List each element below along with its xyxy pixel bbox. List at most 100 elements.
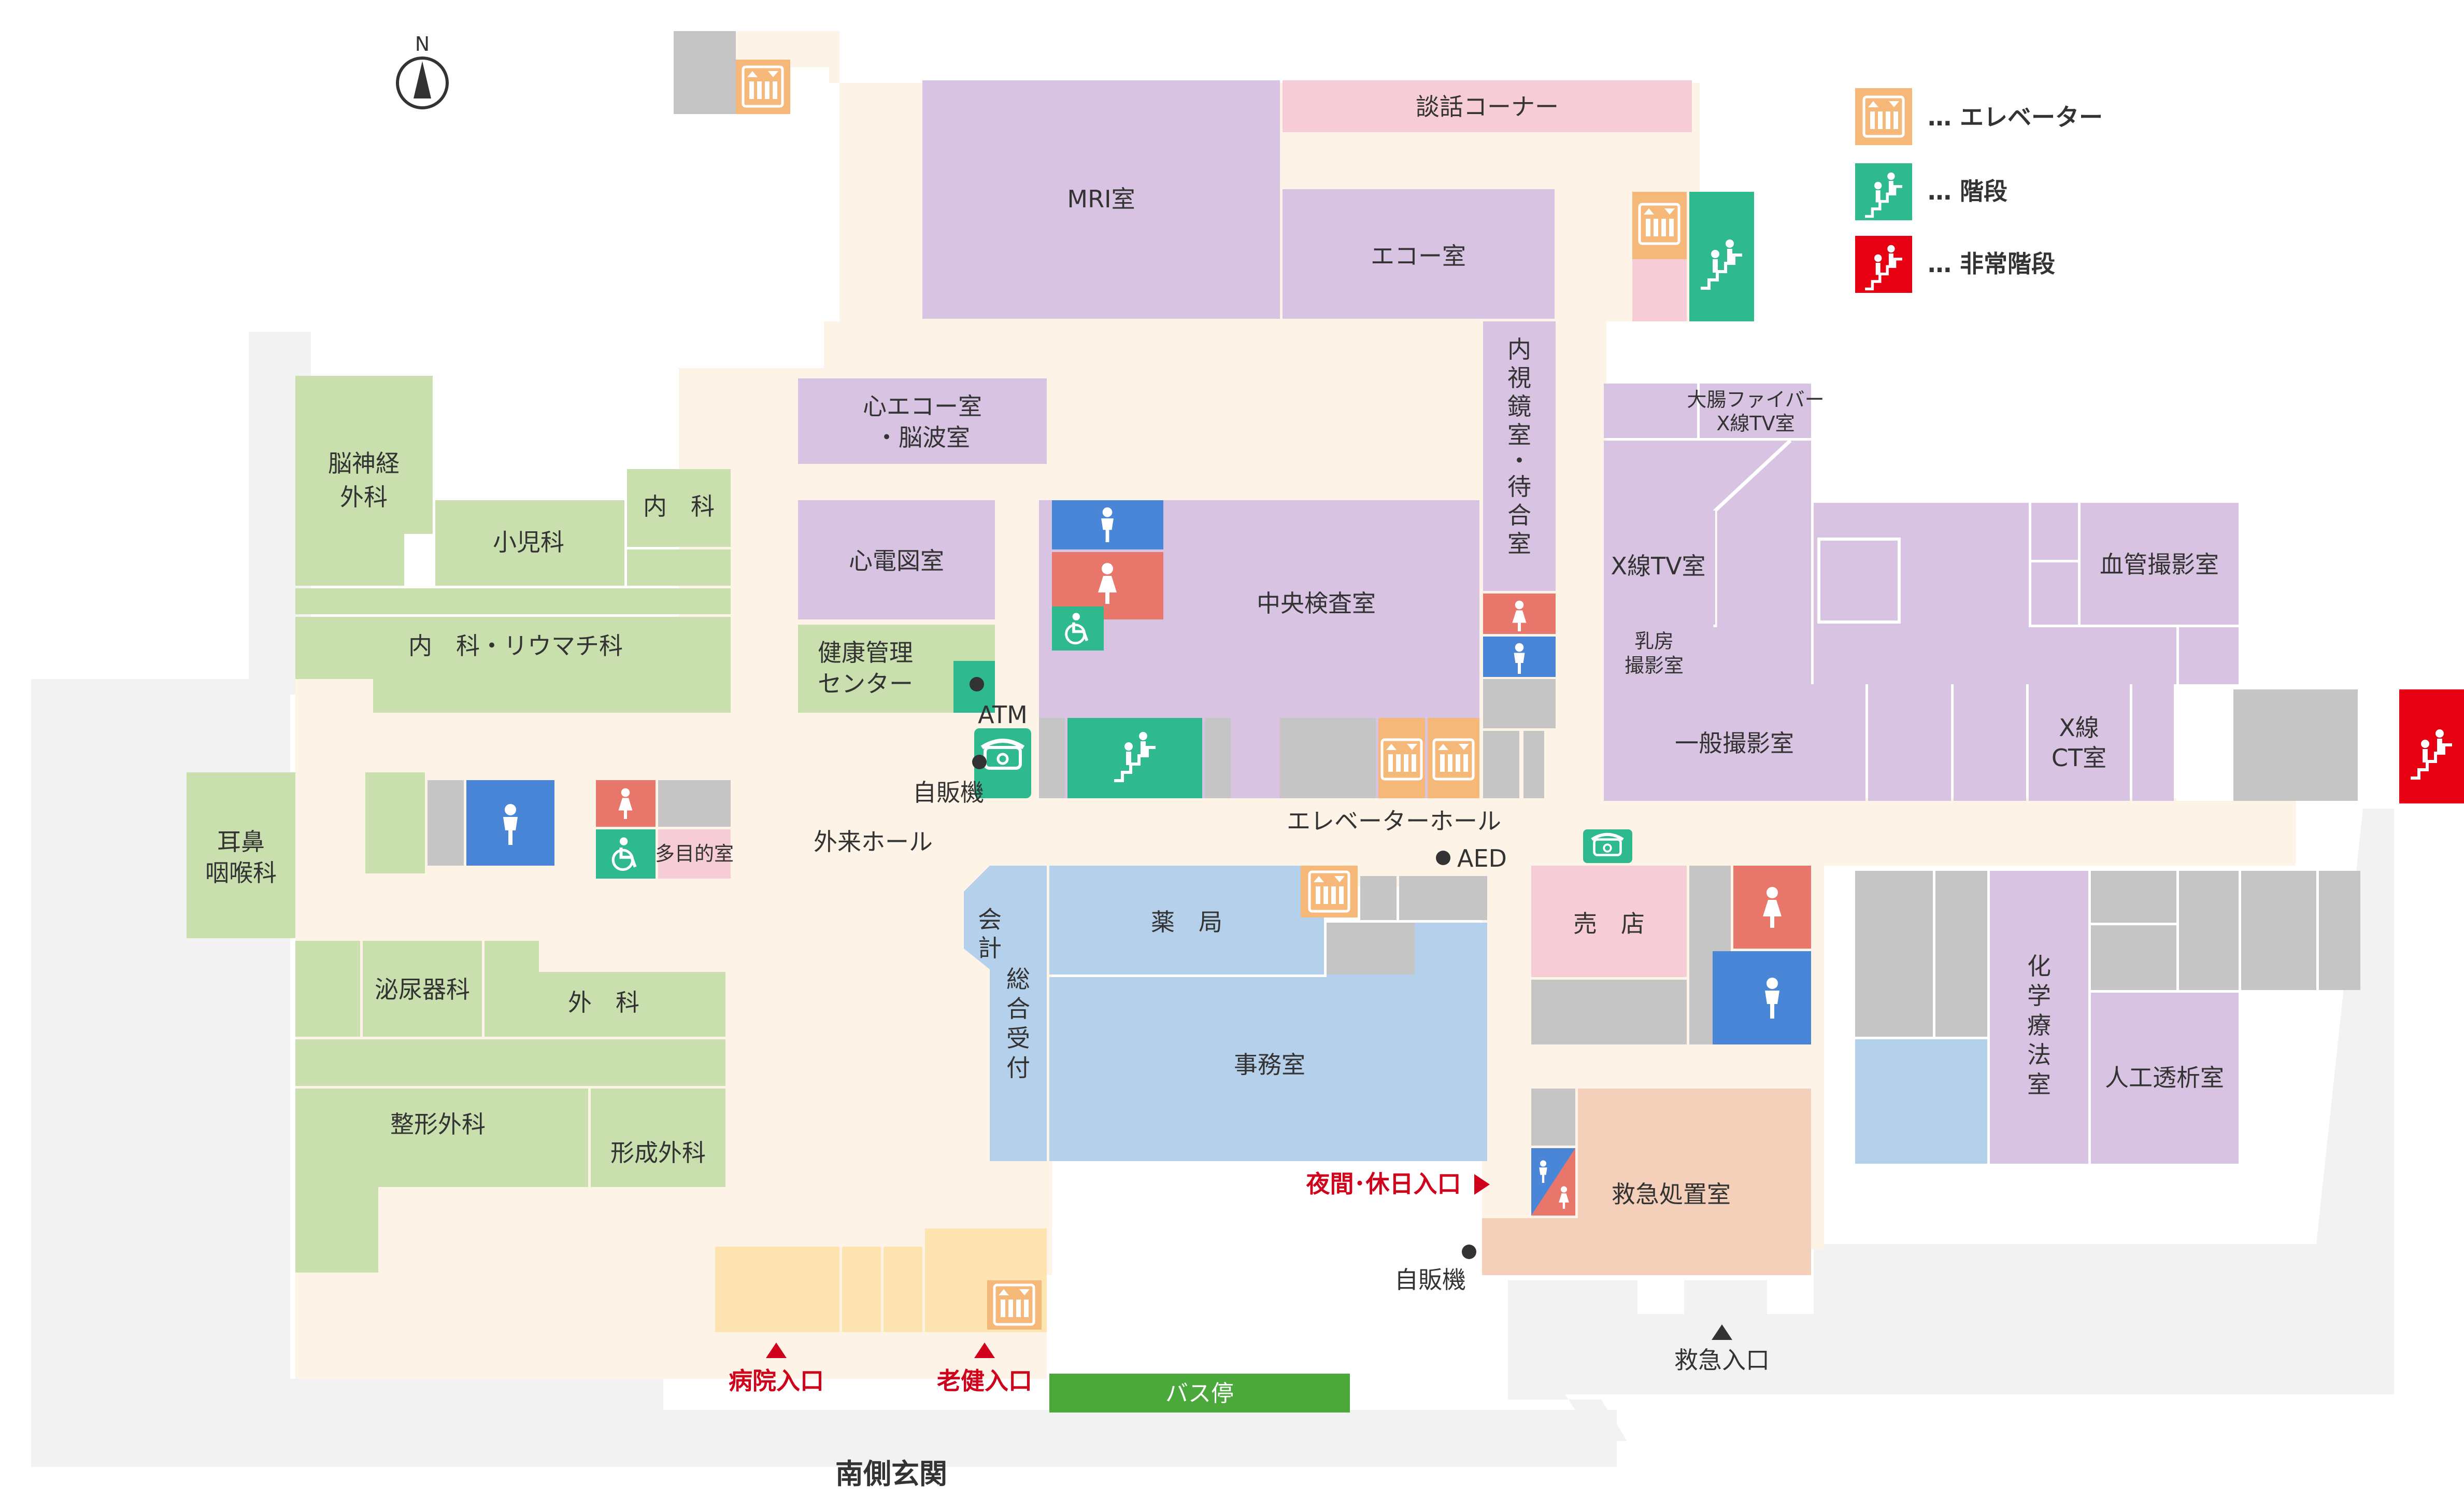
wc-female-icon <box>596 780 656 827</box>
legend-elevator-icon <box>1855 88 1912 145</box>
legend-stairs-label: … 階段 <box>1928 177 2007 205</box>
room-pharmacy-label: 薬 局 <box>1151 908 1222 936</box>
room-dialysis-label: 人工透析室 <box>2105 1064 2224 1092</box>
gray-block <box>1531 1089 1575 1146</box>
room-emergency <box>1482 1089 1811 1275</box>
room-chemo-label: 化 学 療 法 室 <box>2027 952 2051 1098</box>
elderly-entrance-label[interactable]: 老健入口 <box>937 1367 1032 1395</box>
svg-text:法: 法 <box>2027 1041 2051 1069</box>
room-lounge <box>1283 80 1692 132</box>
wc-male-icon <box>1483 637 1556 677</box>
room-mri-label: MRI室 <box>1067 185 1135 213</box>
room-ct <box>2029 684 2130 801</box>
svg-text:室: 室 <box>1507 530 1531 558</box>
room-orthopedics <box>295 1089 588 1273</box>
room-office <box>1049 923 1487 1161</box>
room-blue <box>1855 1039 1987 1164</box>
wc-accessible-icon <box>1531 1148 1575 1216</box>
room-plastic-label: 形成外科 <box>610 1139 706 1167</box>
atm-label: ATM <box>978 701 1028 729</box>
aed-dot <box>1436 851 1450 865</box>
radiology-room <box>2132 684 2174 801</box>
south-entrance-label: 南側玄関 <box>835 1458 947 1490</box>
gray-block <box>2091 871 2176 923</box>
room-mri <box>922 80 1280 319</box>
vending-label-2: 自販機 <box>1394 1266 1466 1294</box>
svg-text:鏡: 鏡 <box>1507 392 1531 420</box>
room-mammo-label-1: 乳房 <box>1634 630 1674 653</box>
gray-block <box>428 780 464 866</box>
yellow-block <box>715 1247 839 1332</box>
vending-dot <box>1462 1245 1476 1259</box>
gray-block <box>1523 731 1544 798</box>
elevator-icon <box>987 1280 1042 1330</box>
gray-block <box>1531 980 1687 1044</box>
room-pharmacy <box>1049 866 1324 975</box>
radiology-room <box>1814 627 2176 684</box>
room-general-xray-label: 一般撮影室 <box>1675 729 1794 757</box>
hospital-entrance-label[interactable]: 病院入口 <box>729 1367 824 1395</box>
outdoor-area <box>31 332 2394 1467</box>
compass-north-label: N <box>415 33 430 55</box>
compass-icon: N <box>396 33 449 109</box>
room-urology <box>363 941 482 1037</box>
bus-stop-label: バス停 <box>1165 1380 1234 1407</box>
gray-block <box>1039 718 1065 798</box>
room-surgery-label: 外 科 <box>568 988 639 1016</box>
room-multipurpose-label: 多目的室 <box>655 842 734 865</box>
room-neurosurgery-label-1: 脳神経 <box>328 449 400 477</box>
gray-block <box>2319 871 2360 990</box>
room-echo-label: エコー室 <box>1371 242 1466 270</box>
room-surgery <box>485 941 725 1037</box>
radiology-room <box>2031 503 2078 560</box>
elevator-icon <box>1301 866 1358 917</box>
yellow-block <box>884 1247 922 1332</box>
svg-text:学: 学 <box>2027 982 2051 1010</box>
room-general-xray <box>1604 684 1865 801</box>
elevator-icon <box>1632 192 1687 259</box>
room-cardiac-echo-label-1: 心エコー室 <box>863 392 982 420</box>
room-ecg-label: 心電図室 <box>849 547 944 575</box>
room-colon-xray-2 <box>1700 384 1811 438</box>
svg-text:総: 総 <box>1006 965 1030 993</box>
room-internal <box>627 469 731 547</box>
elevator-icon <box>1428 718 1479 798</box>
pink-block <box>1632 259 1687 321</box>
vending-dot <box>972 755 987 769</box>
radiology-room <box>2031 562 2078 625</box>
room-emergency-label: 救急処置室 <box>1612 1180 1731 1208</box>
elderly-entrance-arrow <box>974 1343 995 1358</box>
phone-icon <box>974 728 1031 798</box>
gray-block <box>1327 923 1415 975</box>
room-xray-tv <box>1604 511 1715 625</box>
radiology-room <box>1868 684 1951 801</box>
room-health-center-label-2: センター <box>818 670 913 698</box>
stairs-icon <box>1689 192 1754 321</box>
wheelchair-icon <box>596 829 656 879</box>
green-block <box>627 549 731 586</box>
aed-label: AED <box>1457 844 1507 872</box>
svg-text:療: 療 <box>2027 1011 2051 1039</box>
room-colon-xray-label-1: 大腸ファイバー <box>1687 388 1824 411</box>
night-entrance-label[interactable]: 夜間･休日入口 <box>1306 1170 1461 1198</box>
white-block <box>2176 687 2239 801</box>
radiology-room <box>1954 684 2026 801</box>
room-cardiac-echo-label-2: ・脳波室 <box>875 423 970 451</box>
legend-stairs-icon <box>1855 163 1912 220</box>
room-endoscopy <box>1483 321 1556 591</box>
room-neurosurgery-label-2: 外科 <box>340 483 388 511</box>
green-block <box>295 1039 725 1086</box>
room-office-label: 事務室 <box>1234 1051 1305 1079</box>
room-colon-xray-label-2: X線TV室 <box>1716 412 1794 435</box>
room-endoscopy-label: 内 視 鏡 室 ・ 待 合 室 <box>1507 335 1531 558</box>
emergency-entrance-label[interactable]: 救急入口 <box>1674 1346 1770 1374</box>
gray-block <box>674 31 736 114</box>
gray-block <box>2241 871 2316 990</box>
green-block <box>295 941 360 1037</box>
yellow-block <box>842 1247 881 1332</box>
room-internal-rheum-label: 内 科・リウマチ科 <box>408 632 623 660</box>
svg-text:内: 内 <box>1507 335 1531 363</box>
wheelchair-icon <box>1052 606 1104 651</box>
white-block <box>1767 1280 1814 1314</box>
